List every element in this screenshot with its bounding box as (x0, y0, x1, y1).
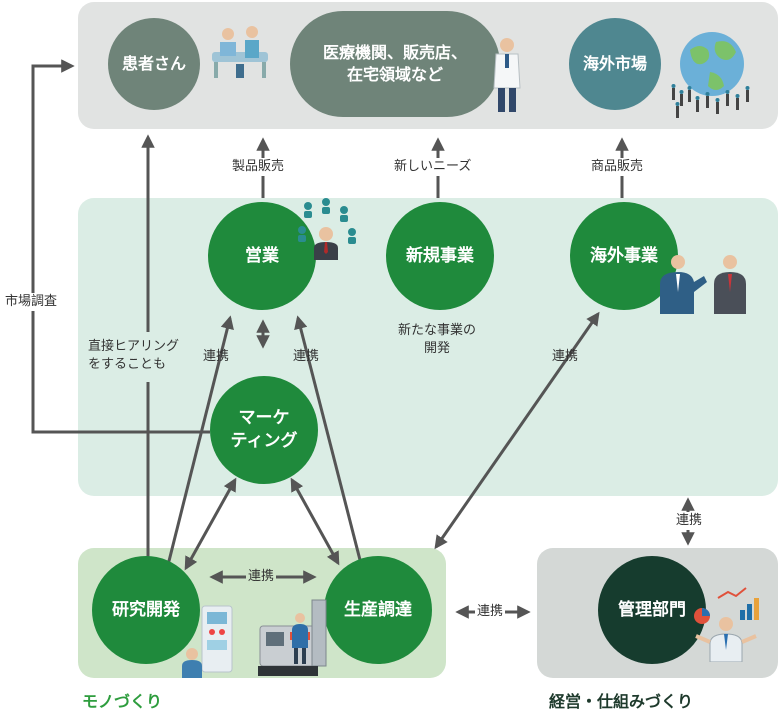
rnd-node: 研究開発 (92, 556, 200, 664)
new-business-label: 新規事業 (406, 245, 474, 266)
globe-illustration (671, 32, 750, 118)
medical-institutions-node: 医療機関、販売店、 在宅領域など (290, 11, 500, 117)
overseas-business-label: 海外事業 (590, 245, 658, 266)
marketing-label-line2: ティング (230, 431, 298, 451)
medical-label-line1: 医療機関、販売店、 (322, 43, 467, 63)
business-meeting-illustration (660, 255, 746, 314)
market-research-label: 市場調査 (2, 293, 61, 312)
collab-label-sales-right: 連携 (293, 349, 320, 364)
management-node: 管理部門 (598, 556, 706, 664)
marketing-node: マーケ ティング (210, 376, 318, 484)
management-label: 管理部門 (618, 599, 686, 620)
overseas-production-arrow (434, 311, 600, 550)
new-business-dev-label: 新たな事業の 開発 (398, 322, 476, 358)
collab-label-sales-left: 連携 (203, 349, 230, 364)
new-needs-label: 新しいニーズ (391, 158, 475, 177)
doctor-illustration (493, 38, 521, 112)
direct-hearing-label: 直接ヒアリング をすることも (86, 338, 182, 375)
merch-sales-label: 商品販売 (588, 158, 647, 177)
collab-label-overseas: 連携 (552, 349, 579, 364)
management-structure-title: 経営・仕組みづくり (549, 692, 694, 711)
patients-label: 患者さん (121, 54, 186, 74)
patient-care-illustration (212, 26, 268, 78)
sales-node: 営業 (208, 202, 316, 310)
monozukuri-title: モノづくり (82, 692, 163, 711)
rnd-label: 研究開発 (112, 599, 180, 620)
sales-label: 営業 (245, 245, 279, 266)
overseas-market-node: 海外市場 (569, 18, 661, 110)
marketing-label-line1: マーケ (238, 408, 290, 429)
collab-label-management-vertical: 連携 (673, 512, 706, 531)
marketing-production-arrow (290, 477, 340, 566)
patients-node: 患者さん (108, 18, 200, 110)
product-sales-label: 製品販売 (229, 158, 288, 177)
collab-label-rnd-production: 連携 (246, 568, 277, 587)
production-node: 生産調達 (324, 556, 432, 664)
medical-label-line2: 在宅領域など (346, 65, 443, 84)
direct-hearing-label-line2: をすることも (88, 357, 167, 373)
rnd-to-sales-arrow (166, 315, 234, 566)
new-business-dev-label-line2: 開発 (424, 341, 451, 357)
overseas-market-label: 海外市場 (582, 54, 647, 74)
rnd-marketing-arrow (184, 477, 237, 571)
research-lab-illustration (182, 605, 233, 678)
management-staff-illustration (694, 587, 759, 662)
direct-hearing-label-line1: 直接ヒアリング (88, 339, 180, 354)
production-to-sales-arrow (294, 315, 362, 561)
factory-machine-illustration (258, 599, 327, 676)
sales-team-illustration (298, 198, 356, 260)
production-label: 生産調達 (344, 599, 412, 620)
collab-label-production-management: 連携 (475, 603, 506, 622)
new-business-node: 新規事業 (386, 202, 494, 310)
new-business-dev-label-line1: 新たな事業の (398, 323, 477, 338)
market-research-arrow (31, 59, 210, 434)
